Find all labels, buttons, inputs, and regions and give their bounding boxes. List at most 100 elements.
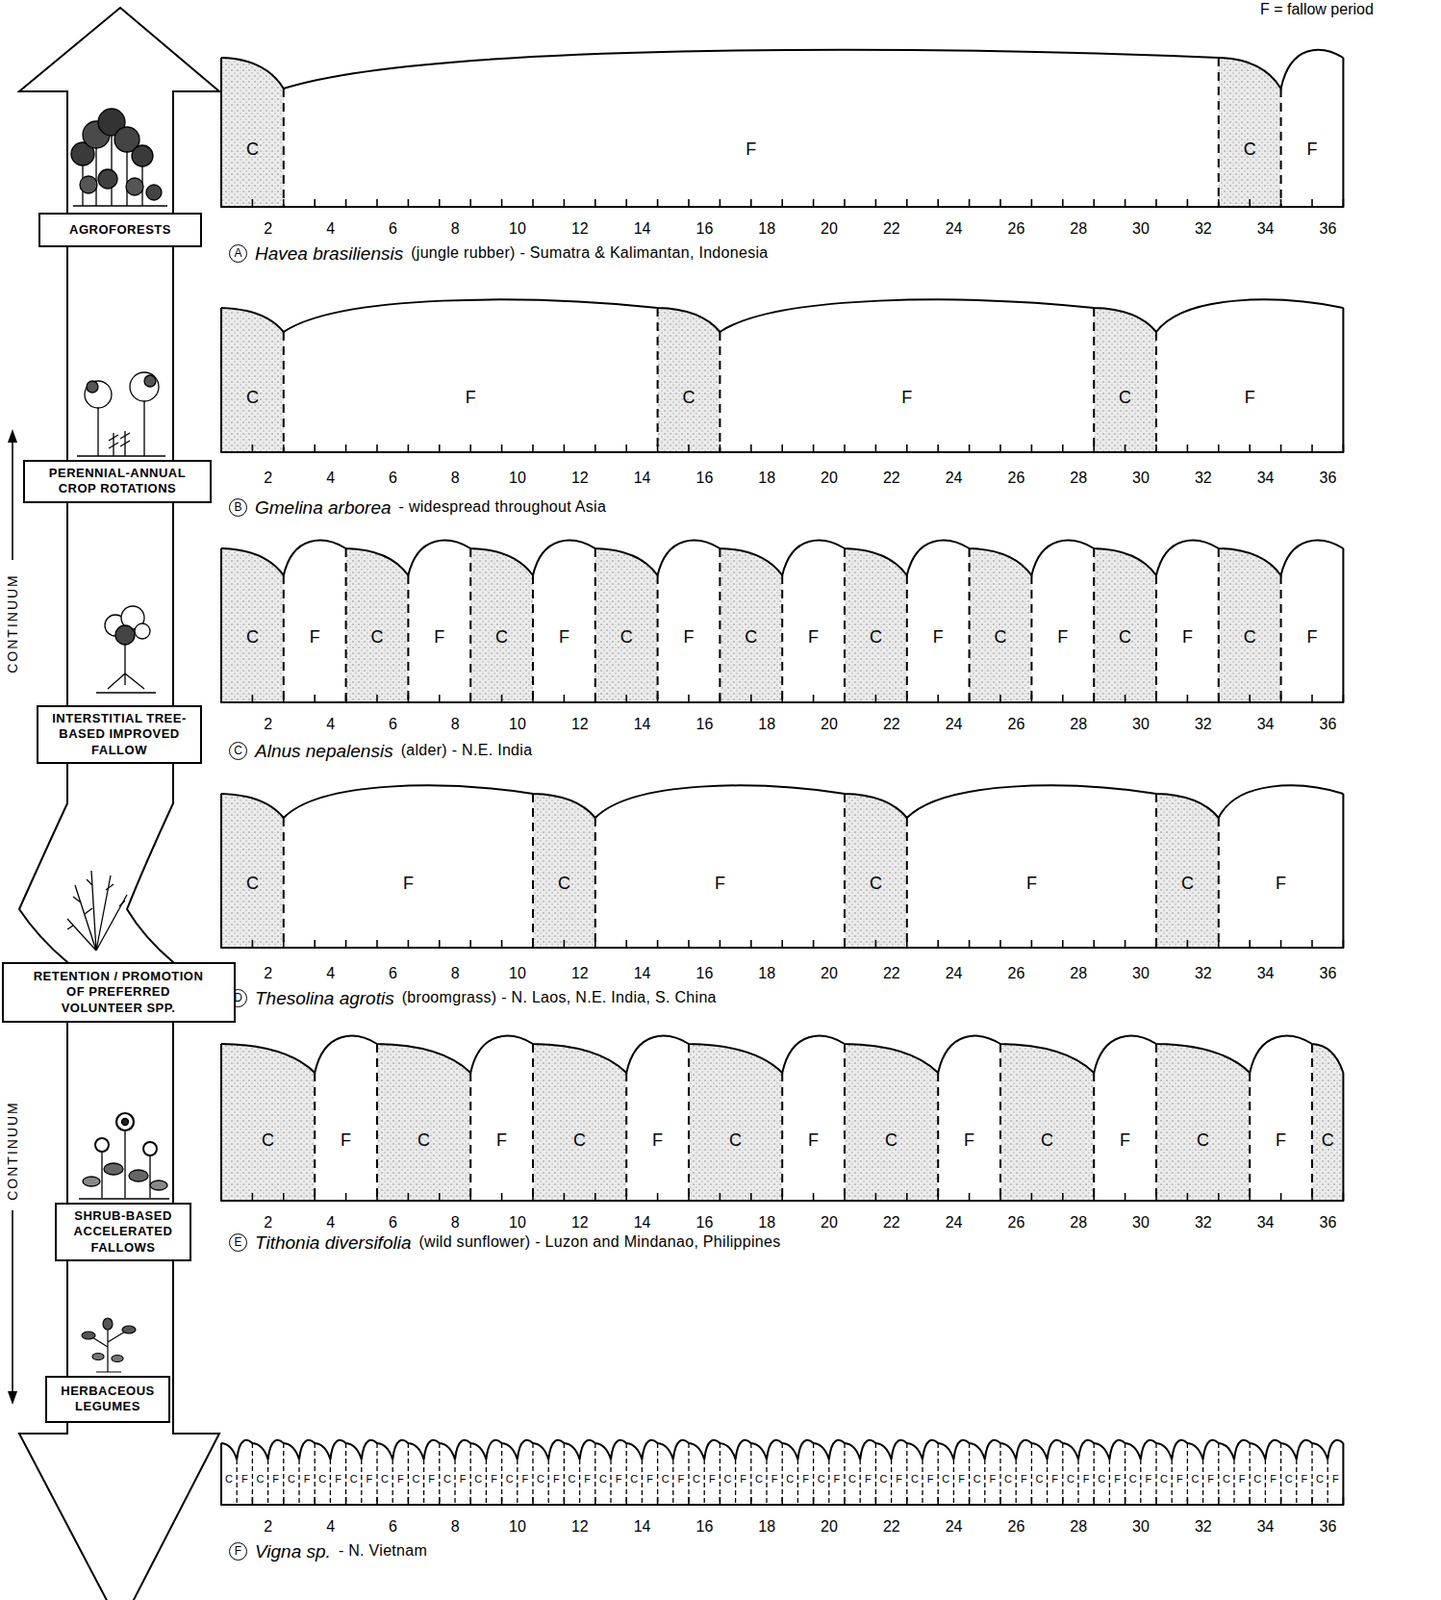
axis-number: 2 (263, 1518, 273, 1535)
axis-tick (438, 694, 441, 704)
axis-number: 18 (758, 965, 776, 982)
axis-tick (594, 694, 597, 704)
phase-boundary (1248, 1072, 1251, 1201)
phase-letter: F (958, 1473, 965, 1485)
axis-tick (563, 1192, 566, 1202)
axis-tick (282, 199, 285, 208)
stems (78, 1127, 170, 1199)
phase-letter: C (505, 1473, 514, 1485)
phase-boundary (718, 548, 721, 703)
phase-letter: C (1196, 1131, 1210, 1149)
axis-tick (220, 939, 223, 949)
axis-tick (1092, 199, 1095, 208)
axis-tick (345, 1192, 348, 1202)
axis-tick (1124, 939, 1127, 949)
axis-number: 24 (945, 1214, 963, 1231)
axis-tick (501, 199, 504, 208)
phase-boundary (953, 1459, 955, 1505)
phase-letter: F (963, 1131, 975, 1149)
leaf (81, 1331, 96, 1340)
axis-number: 10 (508, 716, 527, 733)
phase-letter: C (1040, 1131, 1054, 1149)
phase-letter: C (1160, 1473, 1168, 1485)
broomgrass-icon (67, 870, 127, 951)
axis-tick (1311, 694, 1314, 704)
phase-letter: C (1253, 1473, 1262, 1485)
axis-number: 6 (388, 221, 398, 237)
phase-letter: F (1207, 1473, 1214, 1485)
phase-letter: F (428, 1473, 435, 1485)
axis-tick (1155, 694, 1158, 704)
phase-boundary (360, 1459, 362, 1505)
phase-letter: C (880, 1473, 888, 1485)
phase-boundary (1187, 1442, 1189, 1505)
axis-tick (1031, 199, 1034, 208)
phase-letter: F (309, 628, 321, 646)
axis-number: 36 (1318, 965, 1337, 982)
phase-boundary (781, 1072, 784, 1201)
axis-number: 22 (883, 1518, 901, 1535)
axis-number: 26 (1007, 716, 1025, 733)
axis-tick (282, 1496, 285, 1506)
phase-boundary (531, 1442, 533, 1505)
phase-boundary (516, 1459, 518, 1505)
axis-tick (407, 939, 410, 949)
axis-number: 8 (451, 1214, 460, 1231)
axis-tick (252, 199, 254, 208)
axis-tick (1248, 939, 1251, 949)
phase-boundary (765, 1459, 767, 1505)
tree-crown (86, 380, 99, 393)
phase-boundary (843, 548, 846, 703)
axis-tick (843, 1496, 846, 1506)
tree-crown (131, 145, 153, 167)
shrub (79, 176, 98, 194)
phase-boundary (1280, 88, 1283, 207)
phase-letter: F (465, 388, 477, 406)
axis-tick (687, 694, 690, 704)
phase-letter: F (933, 628, 944, 646)
arrow-line (11, 440, 14, 560)
crop-period-shading (1156, 1043, 1250, 1201)
axis-tick (936, 1192, 939, 1202)
axis-tick (999, 444, 1002, 454)
phase-letter: F (397, 1473, 405, 1485)
axis-tick (812, 199, 815, 208)
phase-boundary (1155, 793, 1158, 948)
axis-tick (469, 199, 472, 208)
axis-tick (936, 1496, 939, 1506)
phase-letter: C (246, 874, 259, 892)
axis-tick (313, 939, 316, 949)
axis-tick (1092, 694, 1095, 704)
axis-number: 8 (451, 965, 460, 982)
phase-letter: C (256, 1473, 265, 1485)
phase-letter: C (287, 1473, 296, 1485)
crop-period-shading (1093, 548, 1157, 703)
axis-number: 32 (1194, 1518, 1213, 1535)
axis-tick (531, 199, 534, 208)
phase-letter: F (771, 1473, 779, 1485)
arrow-head (7, 1390, 18, 1405)
phase-boundary (1124, 1442, 1126, 1505)
crop-period-shading (221, 307, 284, 453)
phase-boundary (1311, 1442, 1313, 1505)
axis-tick (719, 199, 722, 208)
axis-number: 20 (820, 1214, 838, 1231)
rotation-icon (76, 372, 166, 456)
agroforest-icon (71, 108, 168, 206)
axis-tick (1311, 199, 1314, 208)
phase-boundary (594, 817, 597, 948)
phase-letter: C (1004, 1473, 1012, 1485)
axis-number: 32 (1194, 965, 1213, 982)
axis-tick (501, 1192, 504, 1202)
axis-tick (531, 939, 534, 949)
phase-boundary (1171, 1459, 1173, 1505)
phase-boundary (282, 1442, 284, 1505)
axis-tick (469, 1496, 472, 1506)
axis-tick (843, 1192, 846, 1202)
phase-boundary (1249, 1442, 1251, 1505)
phase-letter: C (1118, 628, 1132, 646)
flower (116, 1112, 134, 1131)
crop-period-shading (1156, 793, 1219, 948)
phase-boundary (906, 817, 909, 948)
axis-number: 16 (695, 221, 713, 237)
